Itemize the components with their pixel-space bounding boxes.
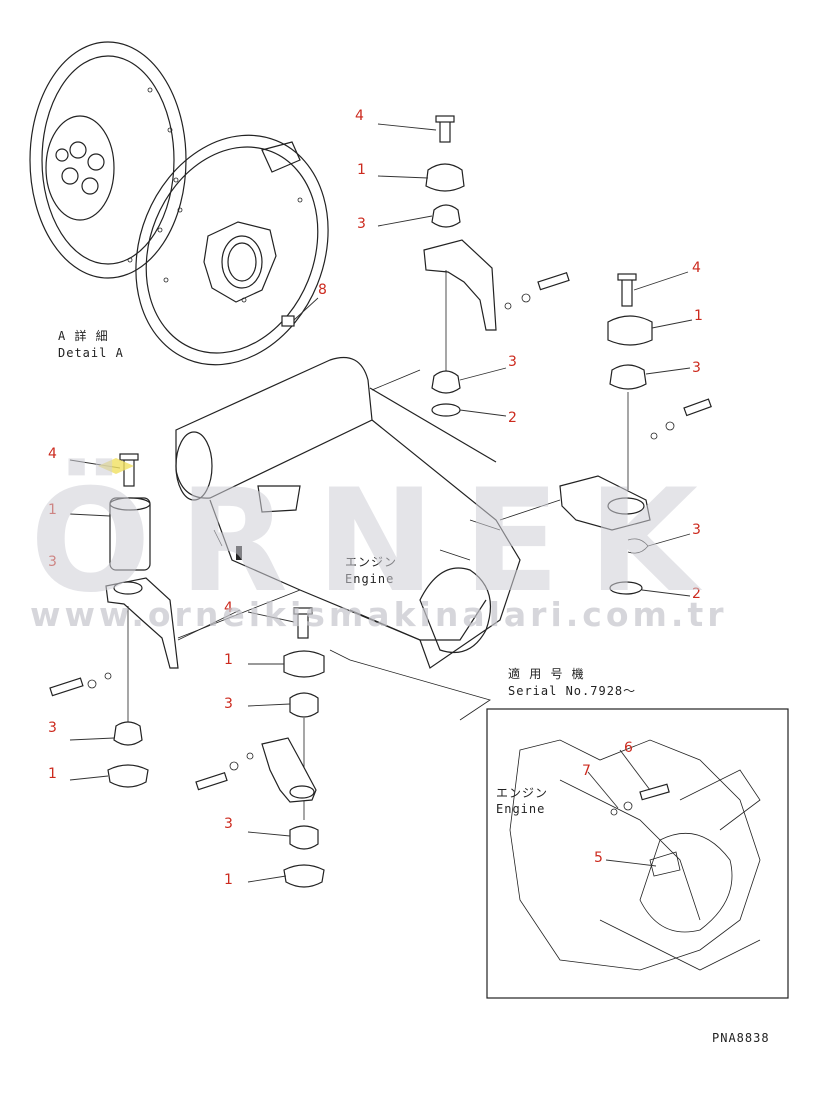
watermark-brand: ÖRNEK <box>30 457 726 624</box>
part-8-plug <box>281 297 319 327</box>
right-mount-assembly <box>559 273 712 595</box>
callout-3-center-b: 3 <box>224 816 233 832</box>
callout-4-top: 4 <box>355 108 364 124</box>
engine-jp-main-label: エンジン <box>345 555 397 569</box>
engine-jp-inset-label: エンジン <box>496 786 548 800</box>
top-mount-assembly <box>423 115 570 417</box>
callout-3-center-a: 3 <box>224 696 233 712</box>
callout-1-center: 1 <box>224 652 233 668</box>
callout-3-right-b: 3 <box>692 522 701 538</box>
callout-3-mid: 3 <box>508 354 517 370</box>
callout-4-center: 4 <box>224 600 233 616</box>
callout-3-left-a: 3 <box>48 554 57 570</box>
serial-en-label: Serial No.7928～ <box>508 684 636 698</box>
callout-1-left: 1 <box>48 502 57 518</box>
engine-block <box>175 356 521 669</box>
inset-detail <box>486 708 789 999</box>
callout-1-left-b: 1 <box>48 766 57 782</box>
callout-1-center-b: 1 <box>224 872 233 888</box>
detail-a-jp-label: A 詳 細 <box>58 328 109 343</box>
callout-4-left: 4 <box>48 446 57 462</box>
callout-2-mid: 2 <box>508 410 517 426</box>
callout-4-right: 4 <box>692 260 701 276</box>
callout-3-top: 3 <box>357 216 366 232</box>
left-mount-assembly <box>49 453 179 788</box>
callout-1-right: 1 <box>694 308 703 324</box>
callout-1-top: 1 <box>357 162 366 178</box>
callout-3-left-b: 3 <box>48 720 57 736</box>
engine-en-inset-label: Engine <box>496 802 545 816</box>
flywheel <box>29 41 187 279</box>
watermark-umlaut-mark <box>98 458 134 474</box>
serial-jp-label: 適 用 号 機 <box>508 666 585 681</box>
callout-6-inset: 6 <box>624 740 633 756</box>
callout-2-right: 2 <box>692 586 701 602</box>
center-mount-assembly <box>195 607 325 888</box>
flywheel-housing <box>135 134 329 366</box>
callout-8: 8 <box>318 282 327 298</box>
watermark-url: www.orneikismakinalari.com.tr <box>30 595 728 634</box>
callout-7-inset: 7 <box>582 763 591 779</box>
detail-a-en-label: Detail A <box>58 346 124 360</box>
drawing-code: PNA8838 <box>712 1031 770 1045</box>
callout-5-inset: 5 <box>594 850 603 866</box>
callout-3-right-a: 3 <box>692 360 701 376</box>
engine-en-main-label: Engine <box>345 572 394 586</box>
